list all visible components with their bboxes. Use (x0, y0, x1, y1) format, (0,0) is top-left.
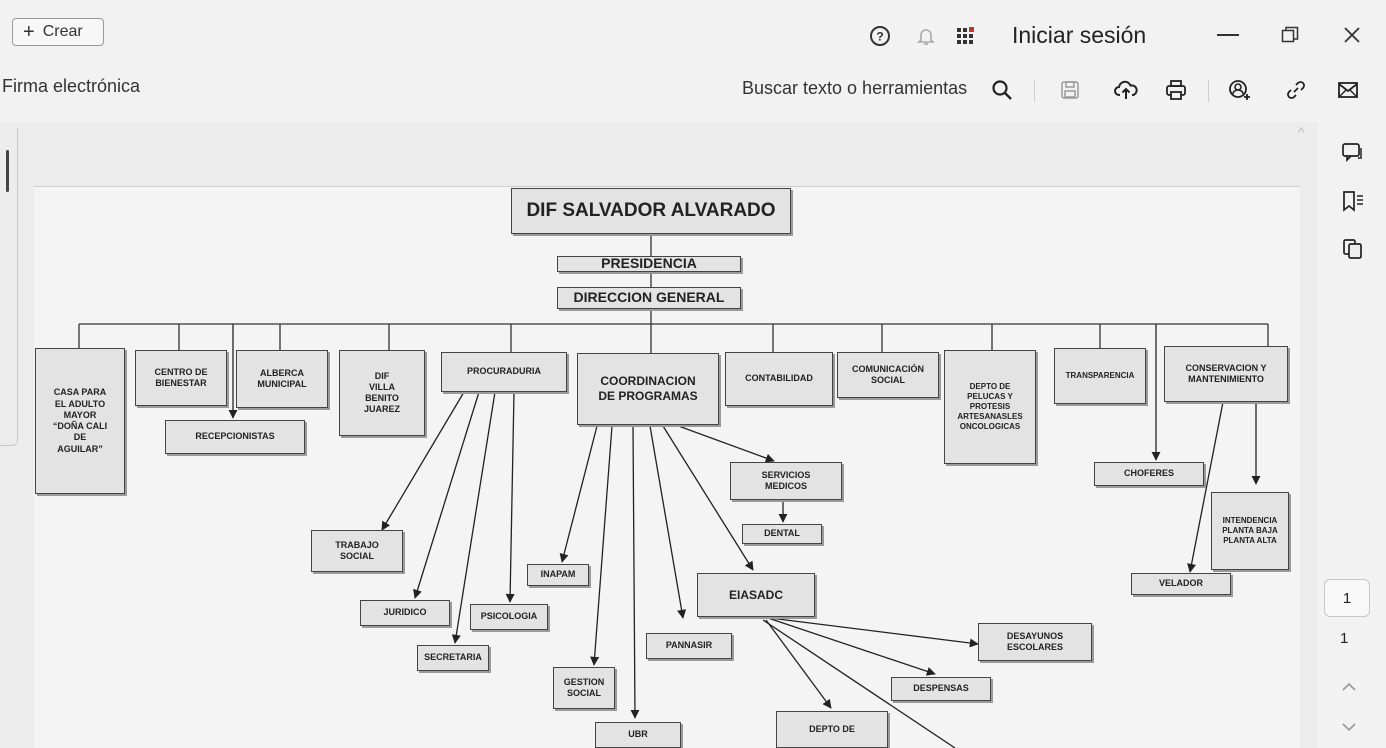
comment-icon[interactable] (1340, 140, 1366, 166)
help-icon[interactable]: ? (866, 22, 894, 50)
arrow-line (451, 391, 496, 644)
org-box-presidencia: PRESIDENCIA (557, 255, 741, 272)
arrow-line (765, 619, 832, 709)
org-box-centro-bienestar: CENTRO DE BIENESTAR (135, 350, 227, 406)
toolbar-divider (1034, 80, 1035, 102)
restore-icon[interactable] (1272, 20, 1308, 50)
arrow-line (769, 617, 979, 648)
arrow-line (1187, 401, 1224, 573)
search-icon[interactable] (988, 76, 1016, 104)
close-icon[interactable] (1334, 20, 1370, 50)
org-box-direccion-general: DIRECCION GENERAL (557, 287, 741, 309)
org-box-conservacion-mantenimiento: CONSERVACION Y MANTENIMIENTO (1164, 346, 1288, 402)
mail-icon[interactable] (1334, 76, 1362, 104)
create-button[interactable]: + Crear (12, 18, 104, 46)
share-user-icon[interactable] (1226, 76, 1254, 104)
title-bar: + Crear ? Iniciar sesión (0, 0, 1386, 66)
org-box-casa-adulto-mayor: CASA PARA EL ADULTO MAYOR “DOÑA CALI DE … (35, 348, 125, 494)
arrow-line (413, 391, 480, 599)
search-tools-input[interactable]: Buscar texto o herramientas (742, 78, 968, 98)
org-box-velador: VELADOR (1131, 573, 1231, 595)
org-box-procuraduria: PROCURADURIA (441, 352, 567, 392)
org-box-desayunos-escolares: DESAYUNOS ESCOLARES (978, 623, 1092, 661)
org-box-secretaria: SECRETARIA (417, 645, 489, 671)
upload-cloud-icon[interactable] (1112, 76, 1140, 104)
org-box-despensas: DESPENSAS (891, 677, 991, 701)
org-box-alberca-municipal: ALBERCA MUNICIPAL (236, 350, 328, 408)
arrow-line (767, 617, 936, 676)
org-box-inapam: INAPAM (527, 564, 589, 586)
org-box-trabajo-social: TRABAJO SOCIAL (311, 530, 403, 572)
apps-icon[interactable] (952, 22, 980, 50)
org-box-ubr: UBR (595, 722, 681, 748)
save-icon[interactable] (1056, 76, 1084, 104)
org-box-psicologia: PSICOLOGIA (470, 604, 548, 630)
arrow-line (649, 425, 687, 619)
org-box-transparencia: TRANSPARENCIA (1054, 348, 1146, 404)
bookmark-icon[interactable] (1340, 188, 1366, 214)
create-button-label: Crear (42, 23, 83, 40)
org-box-dental: DENTAL (742, 524, 822, 544)
toolbar-divider (1208, 80, 1209, 102)
org-box-depto-pelucas: DEPTO DE PELUCAS Y PROTESIS ARTESANASLES… (944, 350, 1036, 464)
document-name: Firma electrónica (2, 76, 141, 96)
arrow-line (590, 425, 613, 666)
org-box-comunicacion-social: COMUNICACIÓN SOCIAL (837, 352, 939, 398)
right-rail (1318, 122, 1386, 748)
resize-grip[interactable] (6, 150, 9, 192)
org-box-gestion-social: GESTION SOCIAL (553, 667, 615, 709)
org-box-choferes: CHOFERES (1094, 462, 1204, 486)
copy-icon[interactable] (1340, 236, 1366, 262)
arrow-line (662, 425, 754, 571)
arrow-line (762, 619, 956, 748)
arrow-line (672, 423, 775, 463)
org-box-dif-villa-benito-juarez: DIF VILLA BENITO JUAREZ (339, 350, 425, 436)
org-box-dif-salvador-alvarado: DIF SALVADOR ALVARADO (511, 188, 791, 234)
org-box-contabilidad: CONTABILIDAD (725, 352, 833, 406)
link-icon[interactable] (1282, 76, 1310, 104)
plus-icon: + (23, 21, 35, 43)
org-box-recepcionistas: RECEPCIONISTAS (165, 420, 305, 454)
chevron-up-icon[interactable] (1340, 678, 1358, 696)
org-box-depto-de: DEPTO DE (776, 711, 888, 748)
org-box-servicios-medicos: SERVICIOS MEDICOS (730, 462, 842, 500)
minimize-icon[interactable] (1210, 20, 1246, 50)
left-panel-handle[interactable] (0, 128, 18, 446)
org-box-coordinacion-programas: COORDINACION DE PROGRAMAS (577, 353, 719, 425)
arrow-line (381, 391, 465, 531)
document-toolbar: Firma electrónica Buscar texto o herrami… (0, 66, 1386, 110)
signin-link[interactable]: Iniciar sesión (1012, 22, 1147, 48)
bell-icon[interactable] (912, 22, 940, 50)
org-box-intendencia: INTENDENCIA PLANTA BAJA PLANTA ALTA (1211, 492, 1289, 570)
scroll-up-arrow[interactable]: ^ (1298, 124, 1305, 140)
arrow-line (630, 425, 640, 719)
org-box-juridico: JURIDICO (360, 600, 450, 626)
chevron-down-icon[interactable] (1340, 718, 1358, 736)
arrow-line (559, 425, 598, 563)
total-pages: 1 (1340, 630, 1349, 647)
current-page-input[interactable]: 1 (1324, 579, 1370, 617)
print-icon[interactable] (1162, 76, 1190, 104)
arrow-line (505, 391, 515, 603)
org-box-eiasadc: EIASADC (697, 573, 815, 617)
org-box-pannasir: PANNASIR (646, 633, 732, 659)
svg-text:?: ? (876, 30, 883, 44)
